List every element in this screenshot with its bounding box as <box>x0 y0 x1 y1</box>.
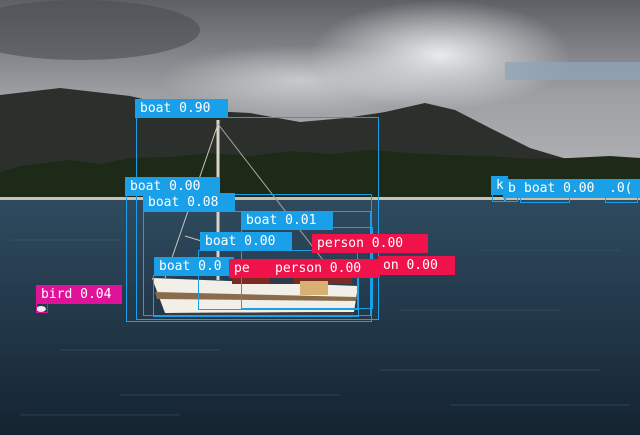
detection-label-boat-0.00-b: boat 0.00 <box>200 232 292 251</box>
shoreline <box>0 197 640 200</box>
detection-label-boat-0.01: boat 0.01 <box>241 211 333 230</box>
detection-label-person-on-0.00: on 0.00 <box>378 256 455 275</box>
detection-box-bird-0.04 <box>36 303 48 313</box>
detection-label-person-0.00-a: person 0.00 <box>312 234 428 253</box>
detection-label-person-pe: pe <box>229 259 276 278</box>
sea-ripples <box>10 239 630 416</box>
detection-label-person-0.00-b: person 0.00 <box>270 259 380 278</box>
detection-label-boat-0.90: boat 0.90 <box>135 99 228 118</box>
detection-box-boat-0.0 <box>153 275 359 317</box>
detection-label-boat-0.0: boat 0.0 <box>154 257 234 276</box>
bird-shape <box>36 306 46 312</box>
detection-box-boat-0.00-a <box>126 194 372 322</box>
detection-label-boat-b: b <box>503 179 522 198</box>
detection-label-boat-0.00-a: boat 0.00 <box>125 177 220 196</box>
detection-label-boat-0.00-distant: boat 0.00 <box>519 179 611 198</box>
detection-label-boat-0.08: boat 0.08 <box>143 193 235 212</box>
detection-label-bird-0.04: bird 0.04 <box>36 285 122 304</box>
detection-box-boat-0.90 <box>136 117 379 320</box>
detection-label-boat-edge: .0( <box>604 179 640 198</box>
